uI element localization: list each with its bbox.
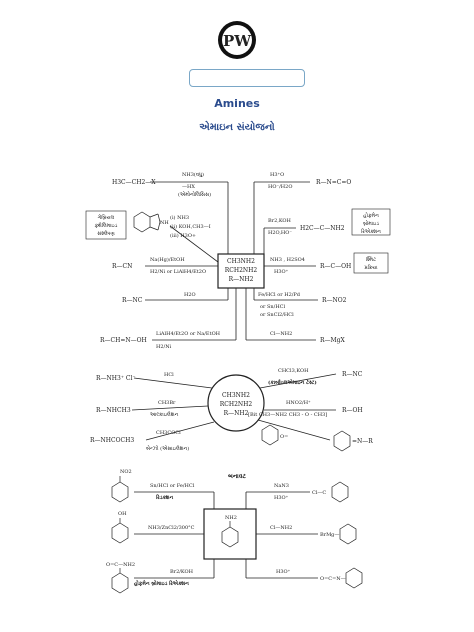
right3-box1: શ્મિટ (366, 256, 376, 263)
d2-left1: R—NH3⁺ Cl⁻ (96, 375, 136, 382)
left2-box2: ફ્થેલિમાઇડ (95, 222, 118, 229)
d3-right1-below: H3O⁺ (274, 495, 289, 501)
pw-logo: PW (218, 21, 256, 59)
left4-reactant: R—NC (122, 297, 143, 304)
d3-right2-above: Cl—NH2 (270, 525, 292, 531)
d2-right3: =N—R (352, 438, 373, 445)
left5-below: H2/Ni (156, 344, 172, 350)
right1-above: H3⁺O (270, 172, 284, 178)
d3-left3-above: Br2/KOH (170, 569, 194, 575)
phenylmagnesium-structure (339, 523, 357, 545)
right2-above: Br2,KOH (268, 218, 292, 224)
d3-left3: O=C—NH2 (106, 562, 135, 568)
right1-reactant: R—N=C=O (316, 179, 351, 186)
right4-above: Fe/HCl or H2/Pd (258, 292, 301, 298)
d3-heading: બનાવટ (228, 473, 246, 480)
aniline-structure (221, 521, 239, 548)
cyclohexanone-structure (261, 424, 279, 446)
d2-left1-above: HCl (164, 372, 174, 378)
left4-above: H2O (184, 292, 196, 298)
d2-right2-above: HNO2/H⁺ (286, 400, 311, 406)
d2-right1-above: CHCl3,KOH (278, 368, 309, 374)
left5-above: LiAlH4/Et2O or Na/EtOH (156, 331, 221, 337)
d3-left3-below: હોફમેન બ્રોમાઇડ રિએક્શન (134, 580, 189, 587)
d2-center2: RCH2NH2 (220, 401, 253, 408)
d2-left3-below: બેન્ઝો (એસાઇલેશન) (146, 445, 189, 452)
d2-center1: CH3NH2 (222, 392, 250, 399)
right3-below: H3O⁺ (274, 269, 289, 275)
left5-reactant: R—CH=N—OH (100, 337, 147, 344)
right2-box1: હોફમેન (363, 212, 379, 219)
right4-below2: or SnCl2/HCl (260, 312, 294, 318)
d2-right3-reagent: O= (280, 434, 288, 440)
nitrobenzene-structure (111, 476, 129, 503)
d2-right2: R—OH (342, 407, 363, 414)
phenol-structure (111, 518, 129, 544)
d3-right1: Cl—C (312, 490, 326, 496)
right2-box3: રિએક્શન (361, 228, 381, 235)
left1-above: NH3(વધુ) (182, 171, 204, 178)
d2-right2-below: [Bit CH3—NH2 CH3 - O - CH3] (248, 412, 327, 418)
right5-above: Cl—NH2 (270, 331, 292, 337)
cyclohexylimine-structure (333, 430, 351, 452)
d3-left2: OH (118, 511, 127, 517)
left1-reactant: H3C—CH2—X (112, 179, 156, 186)
benzamide-structure (111, 568, 129, 594)
left2-box1: ગેબ્રિયલ (98, 214, 115, 221)
right4-reactant: R—NO2 (322, 297, 347, 304)
d2-left3: R—NHCOCH3 (90, 437, 134, 444)
search-input[interactable] (189, 69, 305, 87)
d3-right3: O=C=N— (320, 576, 346, 582)
left1-note: (એમોનોલિસિસ) (178, 191, 211, 198)
right2-box2: બ્રોમાઇડ (363, 220, 379, 227)
right4-below1: or Sn/HCl (260, 304, 286, 310)
center-box (217, 253, 265, 289)
d2-right1-below: (કાર્બાઇલએમાઇન ટેસ્ટ) (268, 379, 317, 386)
d3-left2-above: NH3/ZnCl2/300°C (148, 525, 195, 531)
d2-left2: R—NHCH3 (96, 407, 131, 414)
left2-step2: (ii) KOH,CH3—I (170, 223, 211, 230)
benzoyl-structure (331, 481, 349, 503)
center-line1: CH3NH2 (227, 258, 255, 265)
left2-step3: (iii) H3O+ (170, 232, 196, 239)
phenylisocyanate-structure (345, 567, 363, 589)
d2-left2-above: CH3Br (158, 400, 176, 406)
left1-below: —HX (182, 184, 195, 190)
logo-text: PW (223, 32, 252, 50)
center-line2: RCH2NH2 (225, 267, 258, 274)
d3-right1-above: NaN3 (274, 483, 289, 489)
d2-left2-below: આલ્કાઇલેશન (150, 411, 179, 418)
d3-right2: BrMg— (320, 532, 339, 538)
right3-box2: પ્રક્રિયા (364, 264, 379, 271)
page-subtitle: એમાઇન સંયોજનો (199, 122, 275, 133)
d2-left3-above: CH3COCl (156, 430, 181, 436)
right2-below: H2O,HO⁻ (268, 230, 292, 236)
left3-below: H2/Ni or LiAlH4/Et2O (150, 269, 206, 275)
d3-center-box (203, 508, 257, 560)
d3-left1: NO2 (120, 469, 132, 475)
right3-reactant: R—C—OH (320, 263, 351, 270)
d3-right3-above: H3O⁺ (276, 569, 291, 575)
left3-above: Na(Hg)/EtOH (150, 256, 185, 263)
d3-center: NH2 (225, 515, 237, 521)
right2-reactant: H2C—C—NH2 (300, 225, 345, 232)
d2-center3: R—NH2 (224, 410, 249, 417)
left2-box3: સંશ્લેષણ (97, 230, 115, 237)
page-title: Amines (214, 97, 260, 110)
d2-right1: R—NC (342, 371, 363, 378)
right5-reactant: R—MgX (320, 337, 346, 344)
right3-above: NH3 , H2SO4 (270, 257, 305, 263)
phthalimide-structure (133, 211, 161, 233)
d3-left1-above: Sn/HCl or Fe/HCl (150, 483, 195, 489)
center-circle (207, 374, 265, 432)
right1-below: HO⁻/H2O (268, 184, 292, 190)
d3-left1-below: રિડક્શન (156, 494, 173, 501)
left2-step1: (i) NH3 (170, 214, 189, 221)
svg-text:NH: NH (160, 220, 169, 226)
left3-reactant: R—CN (112, 263, 132, 270)
center-line3: R—NH2 (229, 276, 254, 283)
